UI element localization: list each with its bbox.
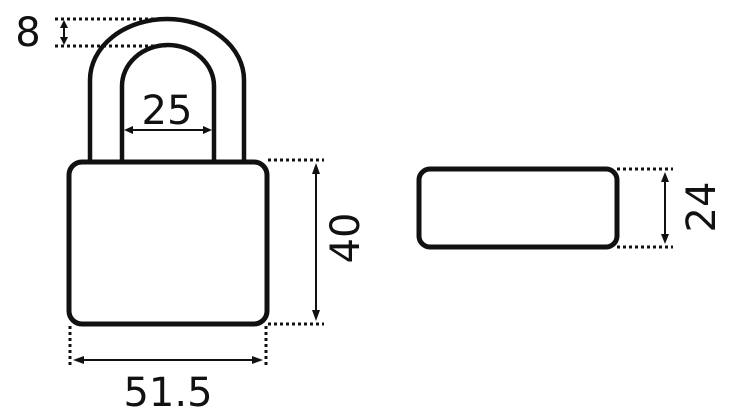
dimension-shackle-thickness: 8 bbox=[15, 10, 167, 56]
arrow-up-icon bbox=[661, 172, 669, 182]
shackle-outer-arc bbox=[87, 16, 247, 162]
padlock-body-side bbox=[416, 166, 620, 250]
body-width-label: 51.5 bbox=[123, 370, 212, 416]
dimension-body-width: 51.5 bbox=[68, 326, 268, 416]
shackle-inner-arc bbox=[119, 42, 217, 162]
shackle-inner-width-label: 25 bbox=[142, 88, 193, 134]
arrow-down-icon bbox=[661, 234, 669, 244]
dimension-shackle-inner-width: 25 bbox=[124, 88, 212, 134]
arrow-left-icon bbox=[124, 126, 133, 134]
padlock-body-front bbox=[66, 159, 270, 327]
arrow-up-icon bbox=[60, 20, 68, 28]
dimension-body-depth: 24 bbox=[617, 167, 725, 249]
dimension-body-height: 40 bbox=[268, 158, 369, 326]
arrow-down-icon bbox=[312, 310, 320, 321]
shackle-thickness-label: 8 bbox=[15, 10, 40, 56]
arrow-up-icon bbox=[312, 163, 320, 174]
arrow-left-icon bbox=[73, 356, 84, 364]
body-height-label: 40 bbox=[323, 213, 369, 264]
arrow-down-icon bbox=[60, 37, 68, 45]
arrow-right-icon bbox=[252, 356, 263, 364]
body-depth-label: 24 bbox=[679, 182, 725, 233]
padlock-shackle bbox=[87, 16, 247, 162]
arrow-right-icon bbox=[203, 126, 212, 134]
